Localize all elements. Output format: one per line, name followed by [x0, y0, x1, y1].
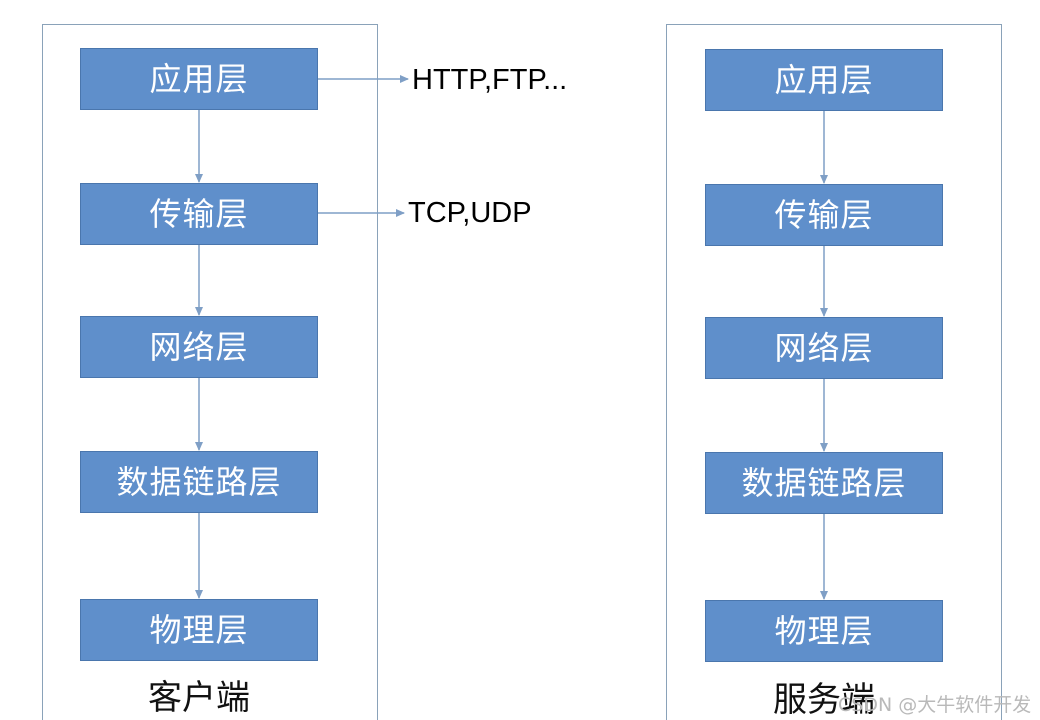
- protocol-label-application: HTTP,FTP...: [412, 64, 568, 96]
- server-label: 服务端: [773, 680, 875, 720]
- server-layer-physical: 物理层: [705, 600, 943, 662]
- client-layer-transport: 传输层: [80, 183, 318, 245]
- server-layer-application: 应用层: [705, 49, 943, 111]
- server-layer-datalink: 数据链路层: [705, 452, 943, 514]
- protocol-label-transport: TCP,UDP: [408, 197, 532, 229]
- client-layer-physical: 物理层: [80, 599, 318, 661]
- server-layer-transport: 传输层: [705, 184, 943, 246]
- client-layer-network: 网络层: [80, 316, 318, 378]
- client-label: 客户端: [148, 678, 250, 718]
- client-layer-application: 应用层: [80, 48, 318, 110]
- watermark: CSDN @大牛软件开发: [838, 694, 1032, 716]
- client-layer-datalink: 数据链路层: [80, 451, 318, 513]
- server-layer-network: 网络层: [705, 317, 943, 379]
